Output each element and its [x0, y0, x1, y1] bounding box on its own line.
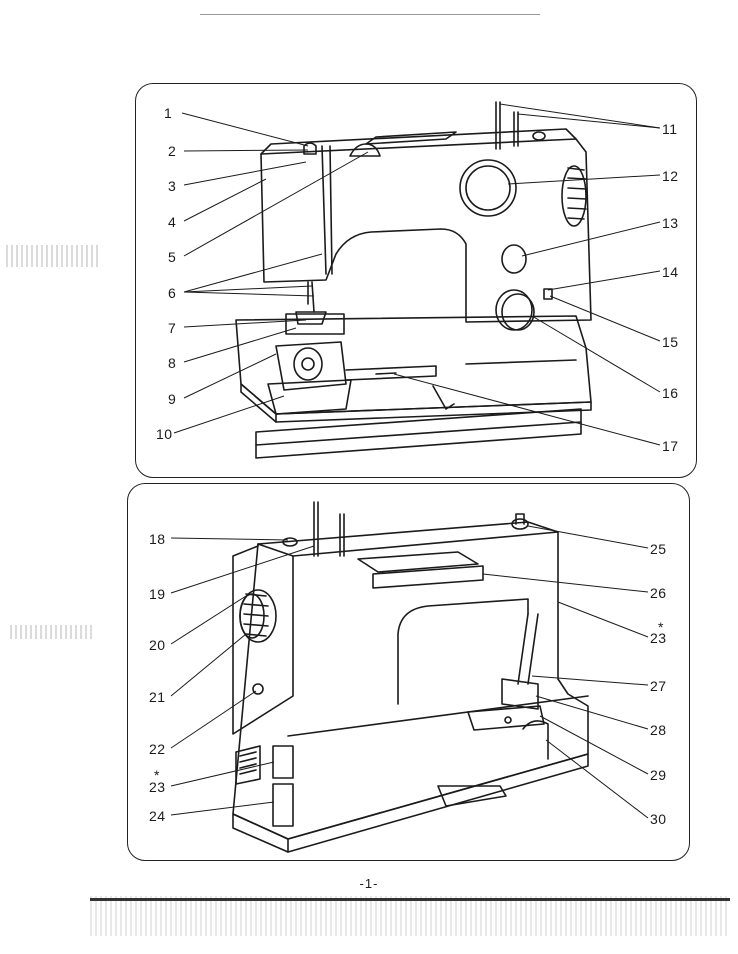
- callout-22: 22: [149, 741, 166, 757]
- callout-1: 1: [164, 105, 173, 121]
- callout-13: 13: [662, 215, 679, 231]
- callout-30: 30: [650, 811, 667, 827]
- callout-29: 29: [650, 767, 667, 783]
- callout-8: 8: [168, 355, 177, 371]
- page-number: -1-: [359, 876, 379, 891]
- callout-17: 17: [662, 438, 679, 454]
- scan-artifact-top: [200, 14, 540, 15]
- callout-21: 21: [149, 689, 166, 705]
- scan-noise-bottom: [90, 896, 730, 936]
- callout-9: 9: [168, 391, 177, 407]
- callout-23-left: 23: [149, 779, 166, 795]
- asterisk-left: *: [154, 767, 160, 783]
- callout-11: 11: [662, 121, 678, 137]
- callout-7: 7: [168, 320, 177, 336]
- scan-noise-left-2: [10, 625, 95, 639]
- callout-4: 4: [168, 214, 177, 230]
- callout-25: 25: [650, 541, 667, 557]
- callout-27: 27: [650, 678, 667, 694]
- sewing-machine-front-illustration: [235, 101, 592, 459]
- callout-23-right: 23: [650, 630, 667, 646]
- callout-10: 10: [156, 426, 173, 442]
- asterisk-right: *: [658, 619, 664, 635]
- callout-2: 2: [168, 143, 177, 159]
- callout-3: 3: [168, 178, 177, 194]
- scan-noise-left-1: [6, 245, 101, 267]
- front-view-panel: 1 2 3 4 5 6 7 8 9 10 11 12 13 14 15 16 1…: [135, 83, 697, 478]
- callout-5: 5: [168, 249, 177, 265]
- sewing-machine-rear-illustration: [232, 501, 589, 853]
- callout-18: 18: [149, 531, 166, 547]
- callout-24: 24: [149, 808, 166, 824]
- callout-14: 14: [662, 264, 679, 280]
- callout-20: 20: [149, 637, 166, 653]
- callout-16: 16: [662, 385, 679, 401]
- rear-view-panel: 18 19 20 21 22 * 23 24 25 26 * 23 27 28 …: [127, 483, 690, 861]
- callout-6: 6: [168, 285, 177, 301]
- scan-bottom-edge: [90, 898, 730, 901]
- callout-19: 19: [149, 586, 166, 602]
- callout-26: 26: [650, 585, 667, 601]
- callout-15: 15: [662, 334, 679, 350]
- callout-28: 28: [650, 722, 667, 738]
- callout-12: 12: [662, 168, 679, 184]
